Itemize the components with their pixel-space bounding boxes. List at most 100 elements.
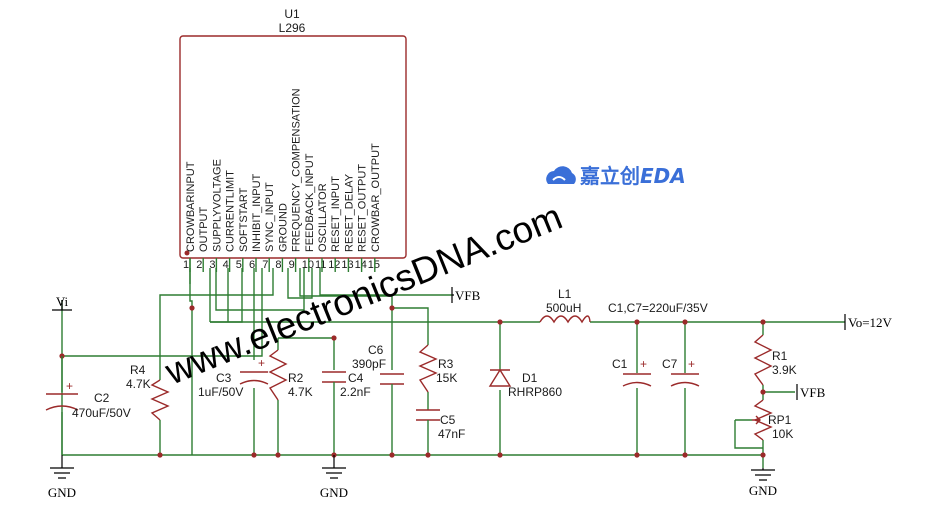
- d1-ref: D1: [522, 371, 538, 385]
- ic-pin-name-3: SUPPLYVOLTAGE: [211, 159, 223, 252]
- ic-pin-number-12: 12: [328, 259, 340, 271]
- r3-ref: R3: [438, 357, 454, 371]
- c7-ref: C7: [662, 357, 678, 371]
- rp1-ref: RP1: [768, 413, 792, 427]
- svg-text:+: +: [640, 357, 647, 371]
- resistor-r1: R1 3.9K: [753, 334, 797, 386]
- r1-value: 3.9K: [772, 363, 797, 377]
- c2-ref: C2: [94, 391, 110, 405]
- ic-pin-number-14: 14: [355, 259, 367, 271]
- gnd-symbol-center: GND: [320, 455, 348, 500]
- ic-pin-name-8: GROUND: [277, 203, 289, 252]
- vin-net-label: Vi: [52, 294, 72, 311]
- c1-c7-value: C1,C7=220uF/35V: [608, 301, 708, 315]
- ic-ref: U1: [284, 7, 300, 21]
- r4-value: 4.7K: [126, 377, 151, 391]
- ic-part: L296: [279, 21, 306, 35]
- rp1-value: 10K: [772, 427, 793, 441]
- ic-pin-name-6: INHIBIT_INPUT: [251, 173, 263, 252]
- svg-text:+: +: [688, 357, 695, 371]
- c3-value: 1uF/50V: [198, 385, 243, 399]
- svg-text:GND: GND: [749, 483, 777, 498]
- r2-ref: R2: [288, 371, 304, 385]
- ic-pin-name-9: FREQUENCY_COMPENSATION: [291, 88, 303, 252]
- ic-pin-name-11: OSCILLATOR: [317, 183, 329, 252]
- c6-value: 390pF: [352, 357, 386, 371]
- ic-pin-number-15: 15: [368, 259, 380, 271]
- ic-pin-number-5: 5: [236, 259, 242, 271]
- ic-pin-number-4: 4: [223, 259, 229, 271]
- capacitor-c1: + C1: [612, 357, 652, 387]
- ic-pin-number-2: 2: [196, 259, 202, 271]
- resistor-r4: R4 4.7K: [126, 363, 170, 421]
- ic-pin-name-1: CROWBARINPUT: [185, 161, 197, 252]
- c4-value: 2.2nF: [340, 385, 371, 399]
- resistor-r2: R2 4.7K: [268, 349, 313, 401]
- diode-d1: D1 RHRP860: [488, 368, 562, 399]
- r3-value: 15K: [436, 371, 457, 385]
- cloud-icon: [546, 166, 576, 184]
- ic-pin-name-12: RESET_INPUT: [330, 176, 342, 252]
- ic-u1-body: [179, 35, 407, 259]
- svg-text:VFB: VFB: [800, 385, 826, 400]
- potentiometer-rp1: RP1 10K: [752, 399, 793, 441]
- r2-value: 4.7K: [288, 385, 313, 399]
- gnd-symbol-left: GND: [48, 455, 76, 500]
- ic-pins: CROWBARINPUT 1 OUTPUT 2 SUPPLYVOLTAGE 3 CURREN…: [183, 88, 382, 272]
- gnd-symbol-right: GND: [749, 468, 777, 498]
- ic-pin-number-3: 3: [209, 259, 215, 271]
- r4-ref: R4: [130, 363, 146, 377]
- c3-ref: C3: [216, 371, 232, 385]
- capacitor-c2: + C2 470uF/50V: [45, 356, 131, 455]
- vfb-net-label-ic: VFB: [451, 287, 481, 303]
- svg-text:VFB: VFB: [455, 288, 481, 303]
- ic-pin-name-10: FEEDBACK_INPUT: [304, 153, 316, 252]
- l1-value: 500uH: [546, 301, 581, 315]
- ic-pin-number-10: 10: [302, 259, 314, 271]
- capacitor-c5: C5 47nF: [416, 409, 465, 441]
- ic-pin-name-13: RESET_DELAY: [343, 173, 355, 252]
- ic-pin-number-7: 7: [262, 259, 268, 271]
- vfb-net-label-divider: VFB: [796, 384, 826, 400]
- ic-pin-number-11: 11: [315, 259, 326, 271]
- ic-pin-number-6: 6: [249, 259, 255, 271]
- ic-pin-name-15: CROWBAR_OUTPUT: [370, 143, 382, 252]
- vout-net-label: Vo=12V: [844, 314, 893, 330]
- capacitor-c3: + C3 1uF/50V: [198, 356, 269, 399]
- ic-pin-number-1: 1: [183, 259, 189, 271]
- resistor-r3: R3 15K: [418, 344, 457, 393]
- c2-value: 470uF/50V: [72, 406, 131, 420]
- c1-ref: C1: [612, 357, 628, 371]
- ic-pin-number-13: 13: [341, 259, 353, 271]
- l1-ref: L1: [558, 287, 572, 301]
- svg-text:Vo=12V: Vo=12V: [848, 315, 893, 330]
- c4-ref: C4: [348, 371, 364, 385]
- svg-text:GND: GND: [48, 485, 76, 500]
- capacitor-c6: C6 390pF: [352, 343, 404, 392]
- ic-pin-name-14: RESET_OUTPUT: [357, 164, 369, 252]
- brand-en: EDA: [640, 164, 686, 188]
- brand-logo: 嘉立创 EDA: [546, 164, 686, 188]
- ic-pin-name-7: SYNC_INPUT: [264, 182, 276, 252]
- ic-pin-name-5: SOFTSTART: [238, 187, 250, 252]
- inductor-l1: L1 500uH: [539, 287, 591, 324]
- ic-pin-number-8: 8: [275, 259, 281, 271]
- svg-text:Vi: Vi: [56, 294, 69, 309]
- c6-ref: C6: [368, 343, 384, 357]
- pin1-marker: [184, 250, 190, 256]
- c5-value: 47nF: [438, 427, 465, 441]
- capacitor-c7: + C7 C1,C7=220uF/35V: [608, 301, 708, 387]
- svg-text:+: +: [66, 379, 73, 393]
- c5-ref: C5: [440, 413, 456, 427]
- r1-ref: R1: [772, 349, 788, 363]
- capacitor-c4: C4 2.2nF: [322, 371, 371, 399]
- svg-text:+: +: [258, 356, 265, 370]
- brand-cn: 嘉立创: [579, 164, 640, 188]
- ic-pin-name-2: OUTPUT: [198, 207, 210, 253]
- ic-pin-number-9: 9: [289, 259, 295, 271]
- svg-text:GND: GND: [320, 485, 348, 500]
- junctions: [59, 305, 766, 458]
- ic-pin-name-4: CURRENTLIMIT: [225, 170, 237, 252]
- d1-value: RHRP860: [508, 385, 562, 399]
